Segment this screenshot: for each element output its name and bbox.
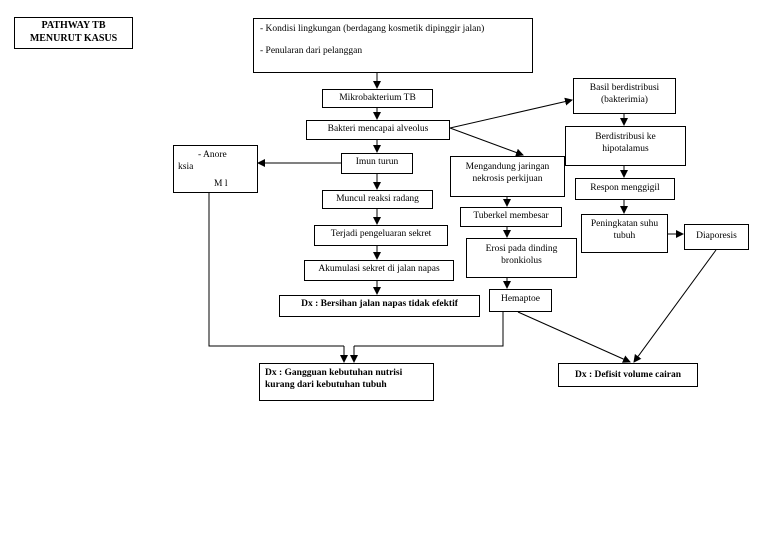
dx-bersihan-jalan-napas: Dx : Bersihan jalan napas tidak efektif xyxy=(279,295,480,317)
arrow-hemaptoe-cairan xyxy=(517,311,631,363)
arrow-alveolus-nekrosis xyxy=(449,127,524,157)
arrow-diaporesis-cairan xyxy=(633,249,717,363)
node-peningkatan-suhu: Peningkatan suhu tubuh xyxy=(581,214,668,253)
node-mikrobakterium: Mikrobakterium TB xyxy=(322,89,433,108)
node-reaksi-radang: Muncul reaksi radang xyxy=(322,190,433,209)
pathway-title: PATHWAY TB MENURUT KASUS xyxy=(14,17,133,49)
node-imun-turun: Imun turun xyxy=(341,153,413,174)
title-line2: MENURUT KASUS xyxy=(29,32,118,44)
dx-defisit-volume-cairan: Dx : Defisit volume cairan xyxy=(558,363,698,387)
node-basil-berdistribusi: Basil berdistribusi (bakterimia) xyxy=(573,78,676,114)
node-pengeluaran-sekret: Terjadi pengeluaran sekret xyxy=(314,225,448,246)
line-hemaptoe-nutrisi xyxy=(354,312,504,347)
node-alveolus: Bakteri mencapai alveolus xyxy=(306,120,450,140)
kondisi-line2: - Penularan dari pelanggan xyxy=(260,46,363,57)
nekrosis-line2: nekrosis perkijuan xyxy=(472,174,543,185)
node-tuberkel-membesar: Tuberkel membesar xyxy=(460,207,562,227)
line-anoreksia-nutrisi xyxy=(208,193,344,347)
node-akumulasi-sekret: Akumulasi sekret di jalan napas xyxy=(304,260,454,281)
hipotalamus-line1: Berdistribusi ke xyxy=(595,132,656,142)
erosi-line1: Erosi pada dinding xyxy=(485,244,558,254)
dx-nutrisi-line1: Dx : Gangguan kebutuhan nutrisi xyxy=(265,368,403,378)
node-respon-menggigil: Respon menggigil xyxy=(575,178,675,200)
kondisi-line1: - Kondisi lingkungan (berdagang kosmetik… xyxy=(260,24,485,34)
anoreksia-line2: ksia xyxy=(178,162,194,173)
basil-line1: Basil berdistribusi xyxy=(589,83,660,93)
node-erosi-bronkiolus: Erosi pada dinding bronkiolus xyxy=(466,238,577,278)
anoreksia-line1: - Anore xyxy=(198,150,227,160)
node-nekrosis-perkijuan: Mengandung jaringan nekrosis perkijuan xyxy=(450,156,565,197)
title-line1: PATHWAY TB xyxy=(41,20,106,31)
dx-nutrisi-line2: kurang dari kebutuhan tubuh xyxy=(265,380,387,391)
nekrosis-line1: Mengandung jaringan xyxy=(465,162,550,172)
node-diaporesis: Diaporesis xyxy=(684,224,749,250)
dx-gangguan-nutrisi: Dx : Gangguan kebutuhan nutrisi kurang d… xyxy=(259,363,434,401)
node-hipotalamus: Berdistribusi ke hipotalamus xyxy=(565,126,686,166)
hipotalamus-line2: hipotalamus xyxy=(602,144,649,155)
node-kondisi: - Kondisi lingkungan (berdagang kosmetik… xyxy=(253,18,533,73)
suhu-line2: tubuh xyxy=(613,231,636,242)
anoreksia-line3: M l xyxy=(214,178,228,189)
node-anoreksia: - Anore ksia M l xyxy=(173,145,258,193)
arrow-alveolus-basil xyxy=(449,97,573,129)
erosi-line2: bronkiolus xyxy=(501,256,542,267)
basil-line2: (bakterimia) xyxy=(601,95,648,106)
node-hemaptoe: Hemaptoe xyxy=(489,289,552,312)
suhu-line1: Peningkatan suhu xyxy=(590,219,659,229)
